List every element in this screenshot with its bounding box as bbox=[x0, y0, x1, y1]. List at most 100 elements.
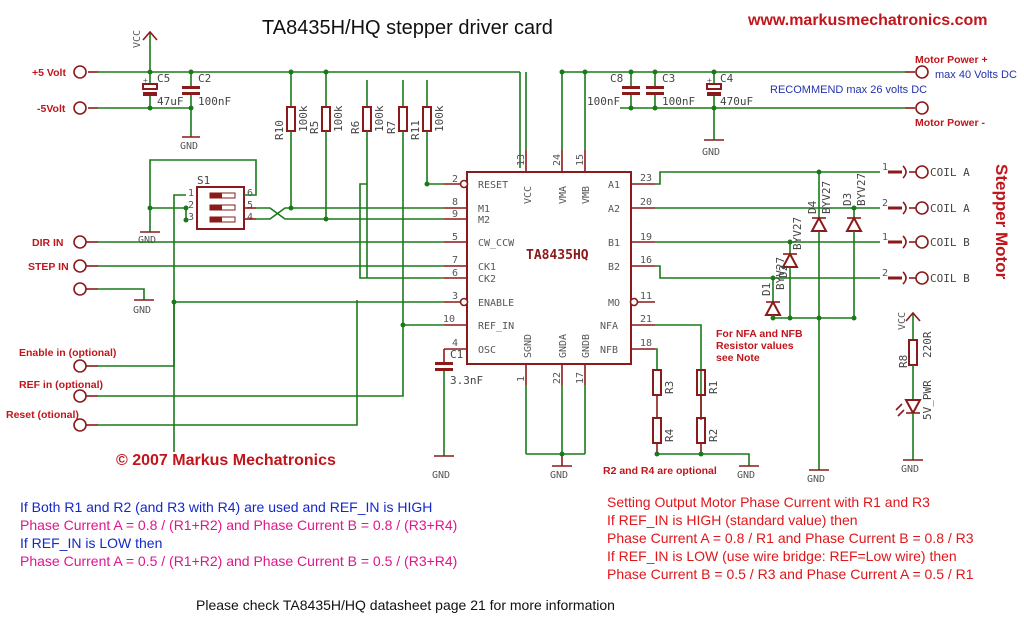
chip-right-pins: 23 20 19 16 11 21 18 A1 A2 B1 B2 MO NFA … bbox=[600, 173, 655, 356]
svg-text:CK2: CK2 bbox=[478, 274, 496, 285]
capacitor-c5: + C5 47uF bbox=[142, 72, 184, 108]
dip-switch-s1[interactable]: S1 1 2 3 4 5 6 bbox=[188, 174, 253, 230]
svg-text:Setting Output Motor Phase Cur: Setting Output Motor Phase Current with … bbox=[607, 494, 930, 510]
svg-text:16: 16 bbox=[640, 255, 652, 266]
svg-text:BYV27: BYV27 bbox=[855, 173, 868, 206]
coil-a2-terminal[interactable]: 2 COIL A bbox=[882, 198, 970, 215]
resistor-r1: R1 bbox=[696, 369, 720, 418]
svg-text:A2: A2 bbox=[608, 204, 620, 215]
svg-text:GND: GND bbox=[702, 147, 720, 158]
capacitor-c8: C8 100nF bbox=[587, 72, 640, 108]
svg-text:23: 23 bbox=[640, 173, 652, 184]
notes-right: Setting Output Motor Phase Current with … bbox=[607, 494, 974, 582]
nf-note: For NFA and NFB Resistor values see Note bbox=[716, 328, 803, 364]
vcc-symbol-top: VCC bbox=[132, 30, 158, 72]
svg-text:VCC: VCC bbox=[523, 186, 534, 204]
svg-text:RESET: RESET bbox=[478, 180, 508, 191]
svg-text:100k: 100k bbox=[297, 105, 310, 132]
svg-text:100k: 100k bbox=[433, 105, 446, 132]
svg-text:BYV27: BYV27 bbox=[774, 257, 787, 290]
svg-text:VMB: VMB bbox=[581, 186, 592, 204]
website-link[interactable]: www.markusmechatronics.com bbox=[747, 12, 988, 29]
svg-text:8: 8 bbox=[452, 197, 458, 208]
page-title: TA8435H/HQ stepper driver card bbox=[262, 17, 553, 39]
svg-text:If REF_IN is LOW then: If REF_IN is LOW then bbox=[20, 535, 162, 551]
svg-text:max 40 Volts DC: max 40 Volts DC bbox=[935, 69, 1017, 81]
svg-text:24: 24 bbox=[552, 154, 563, 166]
diode-d2: D2 BYV27 bbox=[777, 217, 804, 318]
optional-note: R2 and R4 are optional bbox=[603, 465, 717, 477]
resistor-r5: R5 100k bbox=[308, 72, 345, 218]
chip-ta8435hq: TA8435HQ bbox=[466, 171, 632, 365]
svg-text:3.3nF: 3.3nF bbox=[450, 374, 483, 387]
terminal-gnd-input[interactable]: GND bbox=[73, 282, 154, 316]
svg-text:+: + bbox=[707, 76, 712, 85]
resistor-r6: R6 100k bbox=[349, 80, 386, 278]
svg-text:10: 10 bbox=[443, 314, 455, 325]
svg-text:M2: M2 bbox=[478, 215, 490, 226]
svg-text:DIR IN: DIR IN bbox=[32, 237, 64, 249]
svg-text:BYV27: BYV27 bbox=[791, 217, 804, 250]
svg-text:+: + bbox=[143, 76, 148, 85]
svg-text:220R: 220R bbox=[921, 331, 934, 358]
svg-text:5: 5 bbox=[247, 200, 253, 211]
terminal-dir-in[interactable]: DIR IN bbox=[32, 235, 444, 249]
terminal-reset[interactable]: Reset (otional) bbox=[6, 300, 358, 432]
terminal-plus5[interactable]: +5 Volt bbox=[32, 65, 98, 79]
svg-text:GND: GND bbox=[133, 305, 151, 316]
diode-d3: D3 BYV27 bbox=[841, 173, 868, 318]
svg-text:C5: C5 bbox=[157, 72, 170, 85]
svg-text:D4: D4 bbox=[806, 200, 819, 214]
svg-text:Motor Power +: Motor Power + bbox=[915, 54, 988, 66]
svg-text:NFB: NFB bbox=[600, 345, 618, 356]
svg-text:If REF_IN is LOW (use wire bri: If REF_IN is LOW (use wire bridge: REF=L… bbox=[607, 548, 957, 564]
svg-text:MO: MO bbox=[608, 298, 620, 309]
svg-text:C2: C2 bbox=[198, 72, 211, 85]
svg-text:If Both R1 and R2 (and R3 with: If Both R1 and R2 (and R3 with R4) are u… bbox=[20, 499, 432, 515]
svg-text:C8: C8 bbox=[610, 72, 623, 85]
svg-text:see Note: see Note bbox=[716, 352, 760, 364]
svg-text:SGND: SGND bbox=[523, 334, 534, 358]
footer-note: Please check TA8435H/HQ datasheet page 2… bbox=[196, 597, 615, 613]
terminal-step-in[interactable]: STEP IN bbox=[28, 259, 444, 273]
svg-text:-5Volt: -5Volt bbox=[37, 103, 66, 115]
svg-text:Enable in (optional): Enable in (optional) bbox=[19, 347, 116, 359]
coil-a1-terminal[interactable]: 1 COIL A bbox=[882, 162, 970, 179]
svg-text:GND: GND bbox=[550, 470, 568, 481]
svg-text:R10: R10 bbox=[273, 120, 286, 140]
svg-text:100nF: 100nF bbox=[662, 95, 695, 108]
coil-b1-terminal[interactable]: 1 COIL B bbox=[882, 232, 970, 249]
svg-text:BYV27: BYV27 bbox=[820, 181, 833, 214]
diode-d1: D1 BYV27 bbox=[760, 257, 787, 318]
resistor-r11: R11 100k bbox=[409, 80, 446, 183]
svg-text:VMA: VMA bbox=[558, 186, 569, 204]
svg-text:OSC: OSC bbox=[478, 345, 496, 356]
svg-text:COIL A: COIL A bbox=[930, 202, 970, 215]
terminal-minus5[interactable]: -5Volt bbox=[37, 101, 98, 115]
svg-text:GNDA: GNDA bbox=[558, 334, 569, 358]
capacitor-c1: C1 3.3nF GND bbox=[432, 348, 483, 481]
svg-text:B1: B1 bbox=[608, 238, 620, 249]
terminal-motor-minus[interactable]: Motor Power - bbox=[905, 101, 986, 129]
svg-text:1: 1 bbox=[188, 188, 194, 199]
svg-text:47uF: 47uF bbox=[157, 95, 184, 108]
terminal-enable-in[interactable]: Enable in (optional) bbox=[19, 302, 175, 373]
svg-text:+5 Volt: +5 Volt bbox=[32, 67, 66, 79]
power-led-circuit: VCC R8 220R 5V_PWR GND bbox=[895, 311, 934, 475]
svg-text:VCC: VCC bbox=[132, 30, 143, 48]
svg-text:C4: C4 bbox=[720, 72, 734, 85]
svg-text:R4: R4 bbox=[663, 428, 676, 442]
terminal-ref-in[interactable]: REF in (optional) bbox=[19, 325, 404, 403]
svg-text:100k: 100k bbox=[373, 105, 386, 132]
svg-text:6: 6 bbox=[247, 188, 253, 199]
terminal-motor-plus[interactable]: Motor Power + max 40 Volts DC bbox=[905, 54, 1017, 81]
svg-text:2: 2 bbox=[882, 198, 888, 209]
resistor-r2: R2 bbox=[696, 417, 720, 454]
svg-text:D2: D2 bbox=[777, 265, 790, 278]
svg-text:R1: R1 bbox=[707, 381, 720, 394]
svg-text:2: 2 bbox=[452, 174, 458, 185]
svg-text:CK1: CK1 bbox=[478, 262, 496, 273]
coil-b2-terminal[interactable]: 2 COIL B bbox=[882, 268, 970, 285]
svg-text:D3: D3 bbox=[841, 193, 854, 206]
svg-text:13: 13 bbox=[516, 154, 527, 166]
